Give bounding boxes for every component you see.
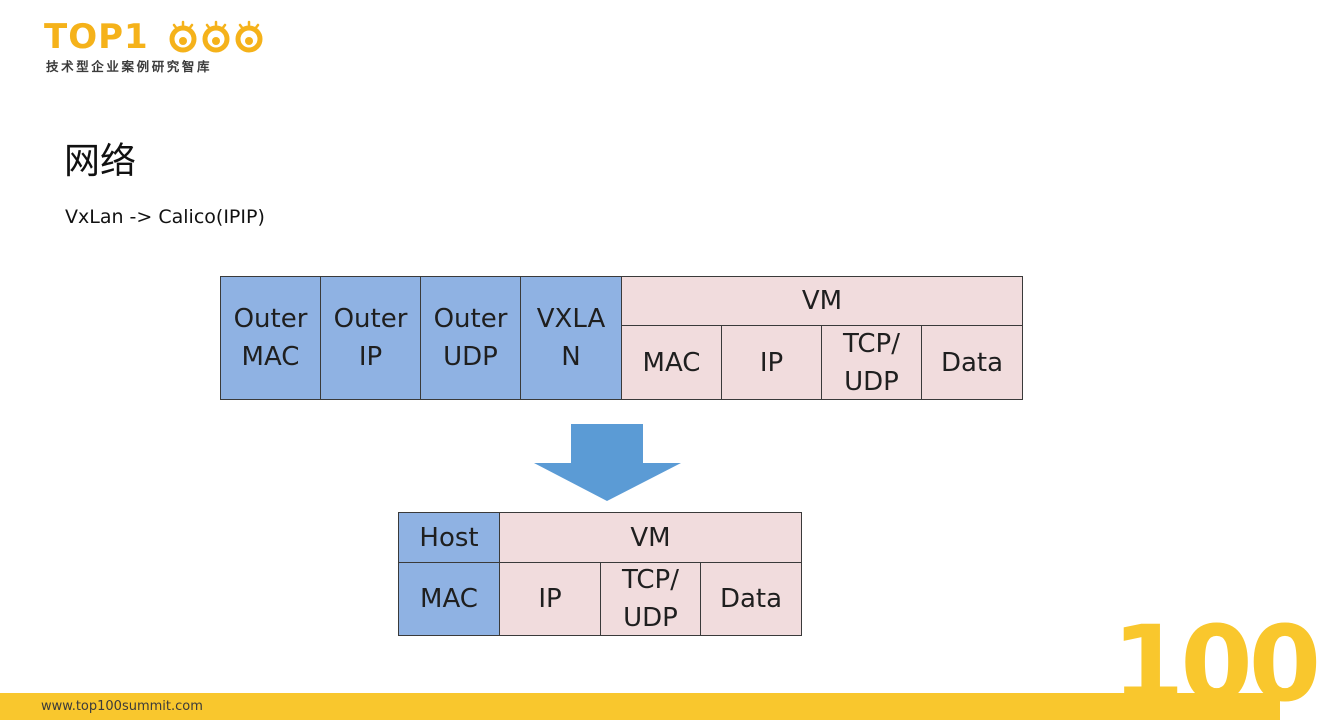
outer-ip-cell: Outer IP	[320, 276, 421, 400]
vm-tcp-udp-cell: TCP/ UDP	[821, 325, 922, 400]
down-arrow-icon	[533, 423, 683, 508]
ipip-data-cell: Data	[700, 562, 802, 636]
footer-url: www.top100summit.com	[41, 699, 203, 714]
ipip-vm-header-cell: VM	[499, 512, 802, 563]
logo-eyes-icon	[168, 20, 288, 59]
vm-mac-cell: MAC	[621, 325, 722, 400]
page-title: 网络	[64, 141, 137, 182]
outer-mac-cell: Outer MAC	[220, 276, 321, 400]
page-subtitle: VxLan -> Calico(IPIP)	[65, 206, 265, 228]
logo-text: TOP1	[44, 17, 149, 57]
vm-ip-cell: IP	[721, 325, 822, 400]
ipip-ip-cell: IP	[499, 562, 601, 636]
host-header-cell: Host	[398, 512, 500, 563]
vxlan-cell: VXLA N	[520, 276, 622, 400]
logo-subtitle: 技术型企业案例研究智库	[46, 59, 213, 74]
packet-diagram: Outer MAC Outer IP Outer UDP VXLA N VM M…	[220, 276, 1023, 636]
footer-bar: www.top100summit.com	[0, 693, 1280, 720]
outer-udp-cell: Outer UDP	[420, 276, 521, 400]
ipip-tcp-udp-cell: TCP/ UDP	[600, 562, 701, 636]
host-mac-cell: MAC	[398, 562, 500, 636]
logo: TOP1 技术型企业案例研究智库	[44, 18, 264, 78]
vm-header-cell: VM	[621, 276, 1023, 326]
vm-data-cell: Data	[921, 325, 1023, 400]
